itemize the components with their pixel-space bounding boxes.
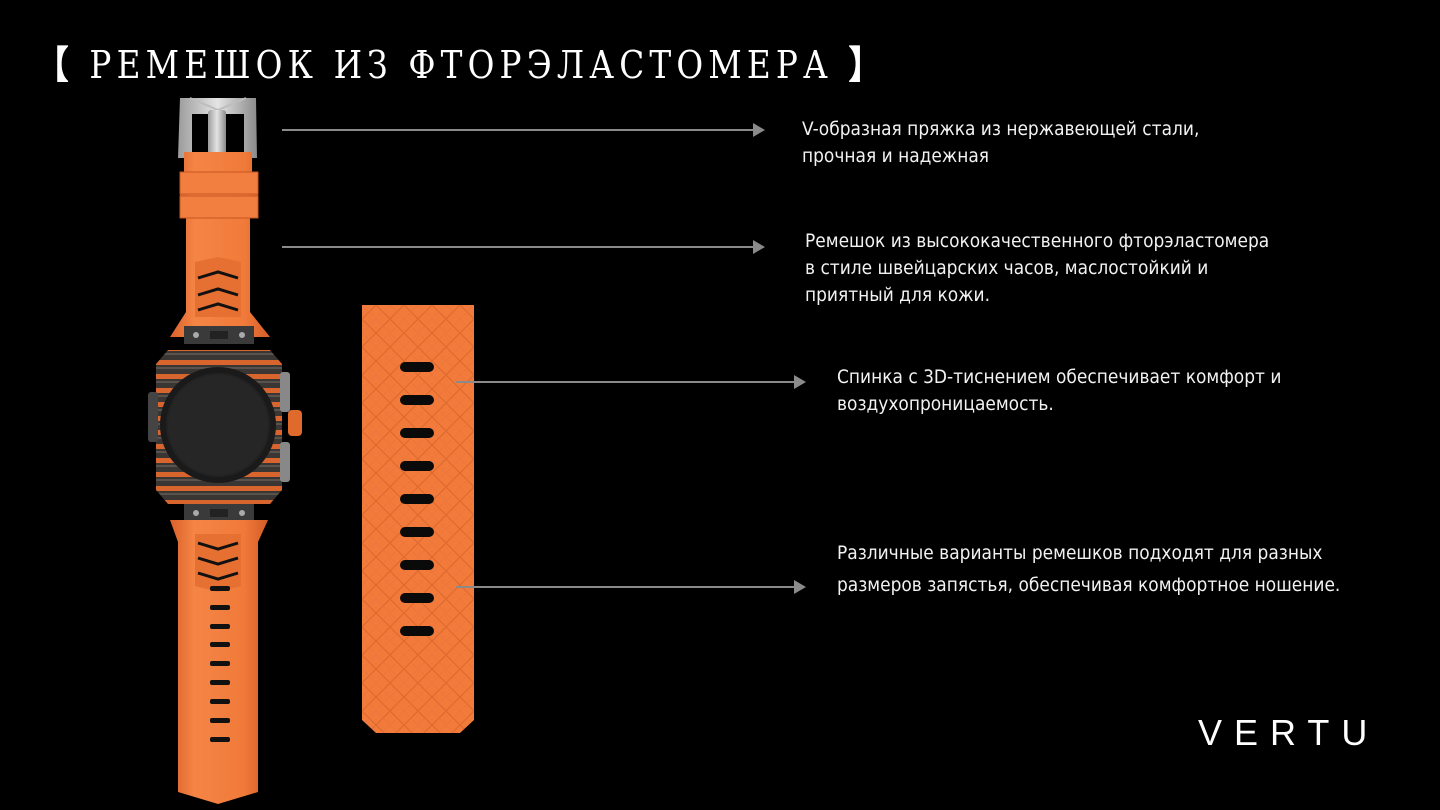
callout-line: V-образная пряжка из нержавеющей стали, [802, 119, 1200, 140]
callout-line: воздухопроницаемость. [837, 394, 1054, 415]
callout-line: размеров запястья, обеспечивая комфортно… [837, 575, 1341, 596]
callout-line: Спинка с 3D-тиснением обеспечивает комфо… [837, 367, 1282, 388]
arrow-embossed-back [456, 375, 806, 389]
callout-embossed-back: Спинка с 3D-тиснением обеспечивает комфо… [837, 364, 1281, 418]
page-title: 【 РЕМЕШОК ИЗ ФТОРЭЛАСТОМЕРА 】 [36, 34, 886, 89]
callout-line: приятный для кожи. [805, 285, 990, 306]
title-text: РЕМЕШОК ИЗ ФТОРЭЛАСТОМЕРА [89, 43, 833, 87]
callout-strap-material: Ремешок из высококачественного фторэласт… [805, 228, 1269, 309]
watch-image [148, 97, 302, 804]
arrow-buckle [282, 123, 765, 137]
callout-size-options: Различные варианты ремешков подходят для… [837, 538, 1340, 602]
strap-back-image [362, 305, 474, 733]
arrow-strap-material [282, 240, 765, 254]
vertu-logo: VERTU [1198, 712, 1380, 753]
callout-line: Различные варианты ремешков подходят для… [837, 543, 1323, 564]
callout-line: прочная и надежная [802, 146, 990, 167]
callout-line: Ремешок из высококачественного фторэласт… [805, 231, 1270, 252]
title-bracket-close: 】 [848, 42, 887, 87]
title-bracket-open: 【 [36, 42, 74, 87]
callout-line: в стиле швейцарских часов, маслостойкий … [805, 258, 1209, 279]
callout-buckle: V-образная пряжка из нержавеющей стали, … [802, 116, 1199, 170]
arrow-size-options [456, 580, 806, 594]
